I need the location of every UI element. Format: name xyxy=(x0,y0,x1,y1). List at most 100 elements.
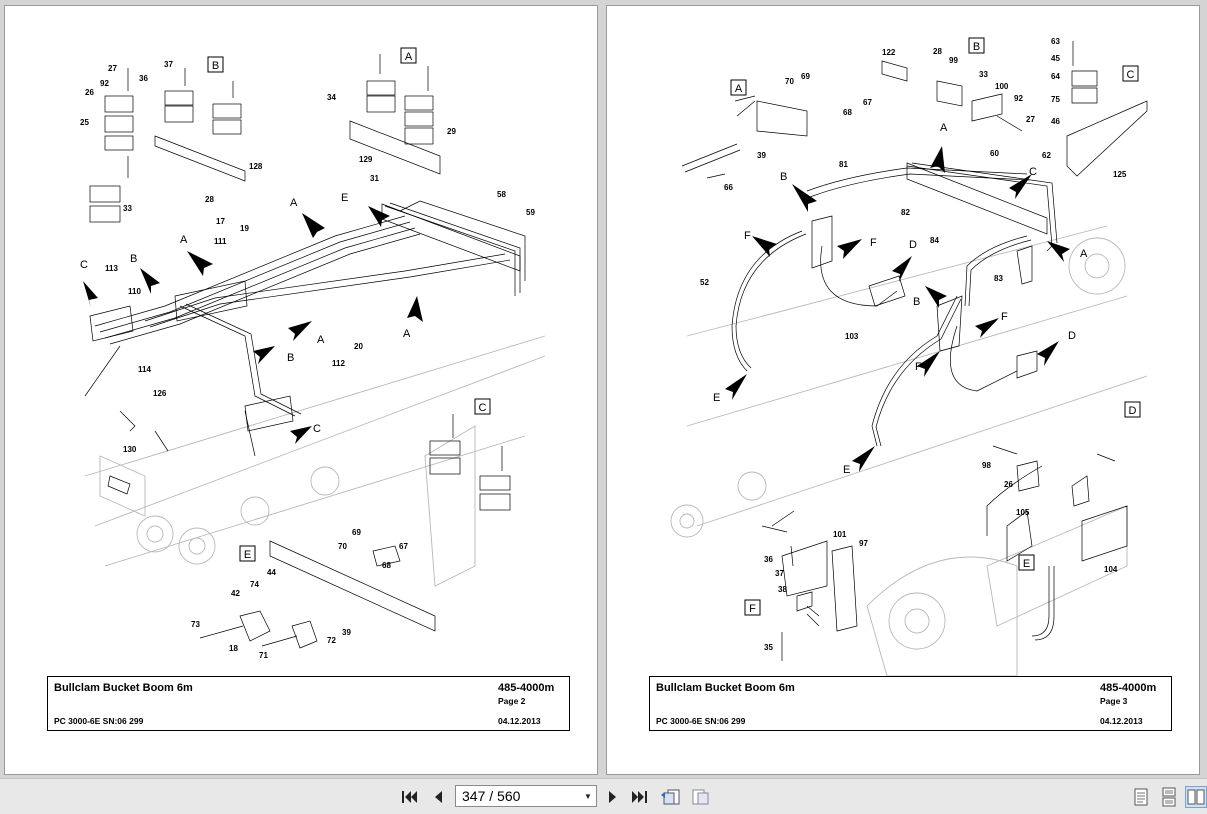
previous-page-button[interactable] xyxy=(427,786,449,808)
last-page-button[interactable] xyxy=(629,786,651,808)
page-3: A B C D E F A A B B C D D E E F F F xyxy=(607,6,1199,774)
arrow-letter: C xyxy=(80,259,88,271)
part-number: 37 xyxy=(164,60,173,69)
drawing-code: 485-4000m xyxy=(1100,682,1157,694)
part-number: 71 xyxy=(259,651,268,660)
part-number: 101 xyxy=(833,530,847,539)
drawing-date: 04.12.2013 xyxy=(498,716,541,726)
detail-letter: A xyxy=(405,51,413,63)
arrow-letter: E xyxy=(713,392,720,404)
part-number: 72 xyxy=(327,636,336,645)
part-number: 37 xyxy=(775,569,784,578)
part-number: 42 xyxy=(231,589,240,598)
part-number: 38 xyxy=(778,585,787,594)
part-number: 62 xyxy=(1042,151,1051,160)
page-2-diagram: B A C E A A A A B B C C E 17 18 19 xyxy=(80,47,546,660)
arrow-letter: E xyxy=(341,192,348,204)
part-number: 98 xyxy=(982,461,991,470)
part-number: 27 xyxy=(1026,115,1035,124)
part-number: 60 xyxy=(990,149,999,158)
part-number: 46 xyxy=(1051,117,1060,126)
part-number: 28 xyxy=(205,195,214,204)
part-number: 100 xyxy=(995,82,1009,91)
part-number: 31 xyxy=(370,174,379,183)
part-number: 28 xyxy=(933,47,942,56)
detail-letter: B xyxy=(973,41,980,53)
part-number: 66 xyxy=(724,183,733,192)
part-number: 126 xyxy=(153,389,167,398)
part-number: 58 xyxy=(497,190,506,199)
first-page-button[interactable] xyxy=(398,786,420,808)
detail-letter: A xyxy=(735,83,743,95)
next-page-icon xyxy=(609,791,616,803)
part-number: 68 xyxy=(382,561,391,570)
part-number: 19 xyxy=(240,224,249,233)
arrow-letter: A xyxy=(290,197,298,209)
part-number: 113 xyxy=(105,264,118,273)
page-number-select[interactable]: 347 / 560 ▼ xyxy=(455,785,597,807)
part-number: 82 xyxy=(901,208,910,217)
two-page-view-icon xyxy=(1187,789,1205,805)
continuous-view-icon xyxy=(1162,787,1176,807)
detail-letter: C xyxy=(479,402,487,414)
detail-letter: C xyxy=(1127,69,1135,81)
first-page-icon xyxy=(402,791,417,803)
part-number: 52 xyxy=(700,278,709,287)
machine-model: PC 3000-6E SN:06 299 xyxy=(656,716,746,726)
part-number: 129 xyxy=(359,155,373,164)
drawing-title: Bullclam Bucket Boom 6m xyxy=(656,682,795,694)
part-number: 128 xyxy=(249,162,263,171)
detail-letter: D xyxy=(1129,405,1137,417)
arrow-letter: B xyxy=(287,352,294,364)
part-number: 111 xyxy=(214,237,227,246)
document-viewer[interactable]: B A C E A A A A B B C C E 17 18 19 xyxy=(0,0,1207,778)
drawing-date: 04.12.2013 xyxy=(1100,716,1143,726)
part-number: 33 xyxy=(979,70,988,79)
arrow-letter: B xyxy=(130,253,137,265)
two-page-view-button[interactable] xyxy=(1185,786,1207,808)
go-forward-icon xyxy=(692,789,709,805)
part-number: 105 xyxy=(1016,508,1030,517)
go-forward-button[interactable] xyxy=(690,786,712,808)
part-number: 75 xyxy=(1051,95,1060,104)
continuous-view-button[interactable] xyxy=(1158,786,1180,808)
part-number: 44 xyxy=(267,568,276,577)
part-number: 25 xyxy=(80,118,89,127)
arrow-letter: F xyxy=(744,230,751,242)
part-number: 26 xyxy=(1004,480,1013,489)
drawing-code: 485-4000m xyxy=(498,682,555,694)
detail-letter: E xyxy=(1023,558,1030,570)
arrow-letter: D xyxy=(1068,330,1076,342)
part-number: 18 xyxy=(229,644,238,653)
part-number: 36 xyxy=(139,74,148,83)
arrow-letter: F xyxy=(915,361,922,373)
last-page-icon xyxy=(632,791,647,803)
part-number: 112 xyxy=(332,359,345,368)
part-number: 67 xyxy=(399,542,408,551)
part-number: 74 xyxy=(250,580,259,589)
single-page-view-button[interactable] xyxy=(1130,786,1152,808)
part-number: 68 xyxy=(843,108,852,117)
title-block: Bullclam Bucket Boom 6m PC 3000-6E SN:06… xyxy=(649,676,1172,731)
arrow-letter: C xyxy=(313,423,321,435)
part-number: 81 xyxy=(839,160,848,169)
page-2: B A C E A A A A B B C C E 17 18 19 xyxy=(5,6,597,774)
arrow-letter: B xyxy=(780,171,787,183)
go-back-button[interactable] xyxy=(660,786,682,808)
page-3-diagram: A B C D E F A A B B C D D E E F F F xyxy=(670,37,1148,677)
part-number: 104 xyxy=(1104,565,1118,574)
part-number: 84 xyxy=(930,236,939,245)
page-label: Page 2 xyxy=(498,696,526,706)
detail-letter: F xyxy=(749,603,756,615)
part-number: 26 xyxy=(85,88,94,97)
go-back-icon xyxy=(661,789,680,805)
part-number: 122 xyxy=(882,48,896,57)
part-number: 69 xyxy=(801,72,810,81)
previous-page-icon xyxy=(435,791,442,803)
part-number: 35 xyxy=(764,643,773,652)
part-number: 17 xyxy=(216,217,225,226)
part-number: 29 xyxy=(447,127,456,136)
next-page-button[interactable] xyxy=(602,786,624,808)
part-number: 125 xyxy=(1113,170,1127,179)
detail-letter: B xyxy=(212,60,219,72)
